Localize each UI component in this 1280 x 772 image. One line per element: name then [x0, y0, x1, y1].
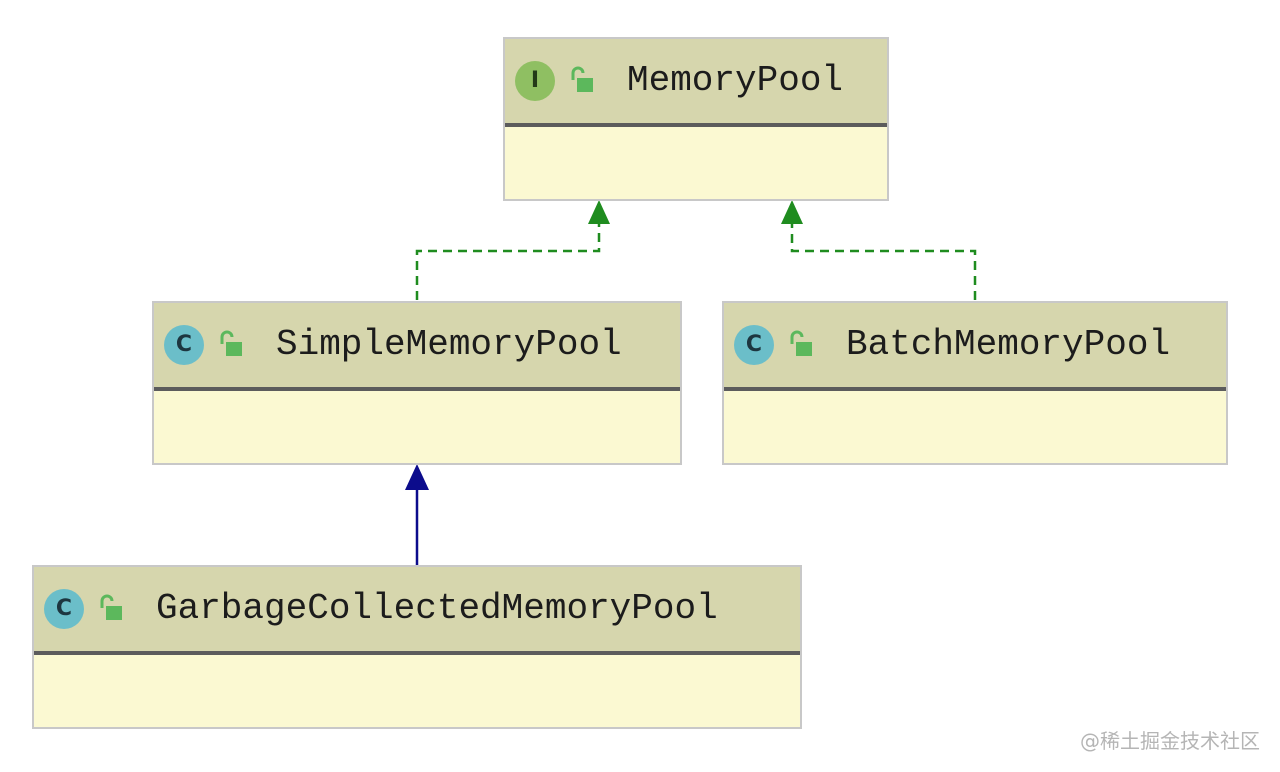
node-batchmemorypool-header: C BatchMemoryPool	[724, 303, 1226, 391]
node-garbagecollectedmemorypool-header: C GarbageCollectedMemoryPool	[34, 567, 800, 655]
node-memorypool-name: MemoryPool	[627, 60, 844, 101]
node-batchmemorypool-name: BatchMemoryPool	[846, 324, 1171, 365]
node-garbagecollectedmemorypool-body	[34, 655, 800, 727]
edge-simplememorypool-implements-memorypool	[415, 222, 601, 300]
node-memorypool-header: I MemoryPool	[505, 39, 887, 127]
node-simplememorypool-name: SimpleMemoryPool	[276, 324, 622, 365]
arrowhead-garbagecollectedmemorypool-to-simplememorypool	[405, 464, 429, 490]
class-icon: C	[44, 589, 84, 629]
arrowhead-simplememorypool-to-memorypool	[588, 200, 610, 224]
node-memorypool[interactable]: I MemoryPool	[503, 37, 889, 201]
node-garbagecollectedmemorypool[interactable]: C GarbageCollectedMemoryPool	[32, 565, 802, 729]
interface-icon: I	[515, 61, 555, 101]
edge-batchmemorypool-implements-memorypool	[790, 222, 977, 300]
node-garbagecollectedmemorypool-name: GarbageCollectedMemoryPool	[156, 588, 718, 629]
node-batchmemorypool-body	[724, 391, 1226, 463]
class-icon: C	[164, 325, 204, 365]
node-simplememorypool-body	[154, 391, 680, 463]
watermark: @稀土掘金技术社区	[1080, 729, 1260, 753]
arrowhead-batchmemorypool-to-memorypool	[781, 200, 803, 224]
node-batchmemorypool[interactable]: C BatchMemoryPool	[722, 301, 1228, 465]
node-simplememorypool-header: C SimpleMemoryPool	[154, 303, 680, 391]
class-icon: C	[734, 325, 774, 365]
unlocked-padlock-icon	[100, 594, 122, 620]
node-memorypool-body	[505, 127, 887, 199]
unlocked-padlock-icon	[220, 330, 242, 356]
unlocked-padlock-icon	[571, 66, 593, 92]
unlocked-padlock-icon	[790, 330, 812, 356]
node-simplememorypool[interactable]: C SimpleMemoryPool	[152, 301, 682, 465]
